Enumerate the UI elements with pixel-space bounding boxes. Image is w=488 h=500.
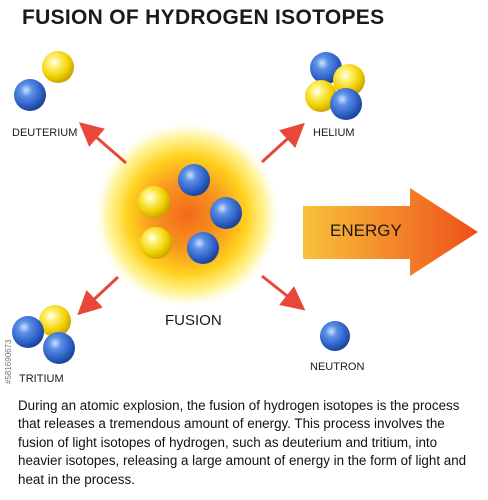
description-text: During an atomic explosion, the fusion o… xyxy=(18,398,467,487)
reaction-arrows xyxy=(77,122,306,316)
proton-particle xyxy=(39,305,71,337)
arrow-to-tritium xyxy=(77,275,120,316)
neutron-particle xyxy=(178,164,210,196)
deuterium-atom xyxy=(14,51,74,111)
neutron-atom xyxy=(320,321,350,351)
proton-particle xyxy=(140,227,172,259)
helium-atom xyxy=(305,52,365,120)
fusion-glow xyxy=(95,123,279,307)
tritium-label: TRITIUM xyxy=(19,373,64,385)
neutron-label: NEUTRON xyxy=(310,361,365,373)
deuterium-label: DEUTERIUM xyxy=(12,127,78,139)
arrow-to-helium xyxy=(260,122,305,164)
arrow-to-neutron xyxy=(261,274,306,311)
proton-particle xyxy=(138,186,170,218)
proton-particle xyxy=(305,80,337,112)
arrow-to-deuterium xyxy=(78,122,127,165)
neutron-particle xyxy=(12,316,44,348)
neutron-particle xyxy=(210,197,242,229)
neutron-particle xyxy=(43,332,75,364)
energy-label: ENERGY xyxy=(330,221,402,240)
energy-arrow xyxy=(303,188,478,276)
stock-id: #581690673 xyxy=(4,339,13,385)
fusion-nucleus xyxy=(138,164,242,264)
neutron-particle xyxy=(187,232,219,264)
neutron-particle xyxy=(330,88,362,120)
helium-label: HELIUM xyxy=(313,127,355,139)
proton-particle xyxy=(42,51,74,83)
page-title: FUSION OF HYDROGEN ISOTOPES xyxy=(22,6,385,29)
tritium-atom xyxy=(12,305,75,364)
proton-particle xyxy=(333,64,365,96)
neutron-particle xyxy=(14,79,46,111)
fusion-label: FUSION xyxy=(165,312,222,329)
